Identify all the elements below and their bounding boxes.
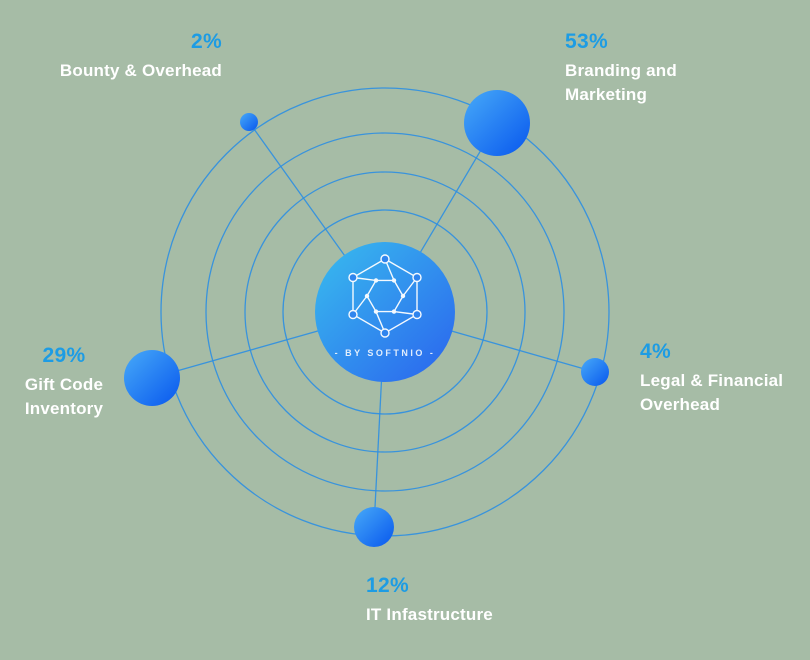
hex-network-icon [348, 254, 422, 338]
category-label: Branding and Marketing [565, 61, 677, 104]
bubble-gift-code-inventory [124, 350, 180, 406]
callout-gift-code-inventory: 29% Gift Code Inventory [8, 344, 120, 421]
bubble-legal-financial [581, 358, 609, 386]
percent-value: 53% [565, 30, 608, 53]
callout-it-infrastructure: 12% IT Infastructure [366, 574, 586, 627]
bubble-it-infrastructure [354, 507, 394, 547]
bubble-branding-marketing [464, 90, 530, 156]
callout-legal-financial-overhead: 4% Legal & Financial Overhead [640, 340, 805, 417]
percent-value: 29% [42, 344, 86, 367]
category-label: Gift Code Inventory [24, 375, 104, 418]
callout-branding-marketing: 53% Branding and Marketing [565, 30, 705, 107]
percent-value: 4% [640, 340, 671, 363]
callout-bounty-overhead: 2% Bounty & Overhead [40, 30, 222, 83]
category-label: Bounty & Overhead [59, 61, 222, 80]
percent-value: 2% [191, 30, 222, 53]
category-label: Legal & Financial Overhead [640, 371, 784, 414]
badge-caption: - BY SOFTNIO - [335, 348, 436, 358]
percent-value: 12% [366, 574, 409, 597]
bubble-bounty-overhead [240, 113, 258, 131]
category-label: IT Infastructure [366, 605, 493, 624]
